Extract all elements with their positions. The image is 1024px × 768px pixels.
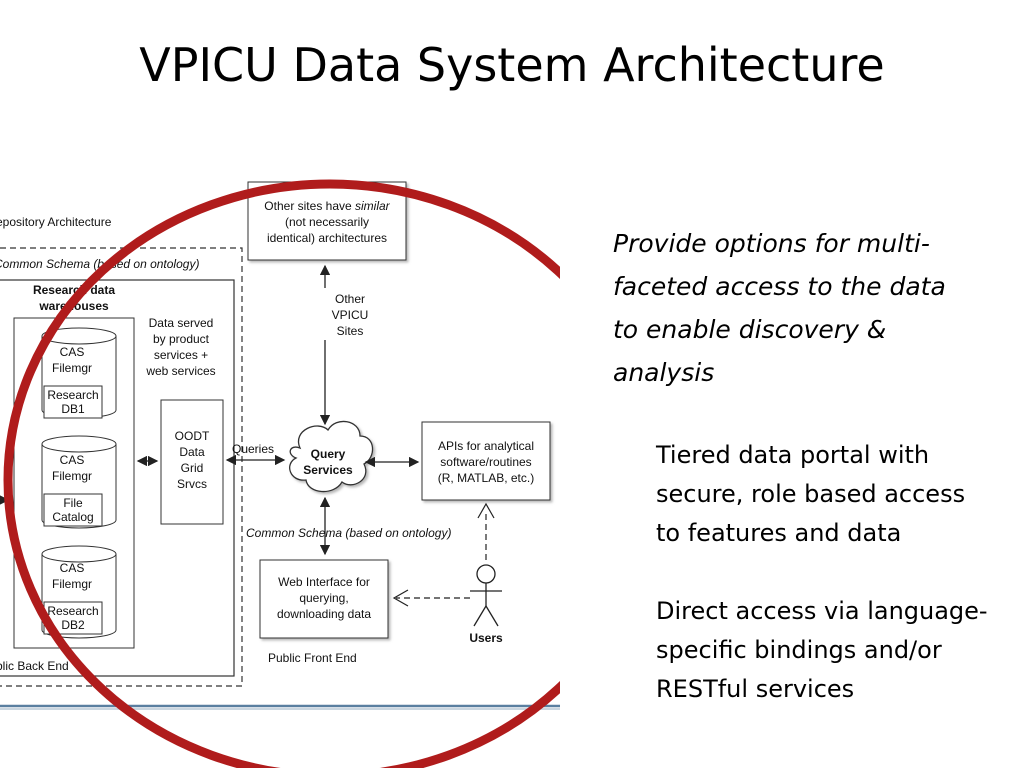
common-schema-top-label: Common Schema (based on ontology) <box>0 257 199 271</box>
cas-filemgr-file-catalog: CAS Filemgr File Catalog <box>41 435 117 529</box>
other-vpicu-line2: VPICU <box>332 308 369 322</box>
data-served-line1: Data served <box>149 316 214 330</box>
oodt-line3: Grid <box>181 461 204 475</box>
query-services-cloud <box>289 420 374 493</box>
lead-text: Provide options for multi- faceted acces… <box>613 222 1013 394</box>
point1-line-2: secure, role based access <box>656 480 966 508</box>
lead-line-1: Provide options for multi- <box>613 229 930 258</box>
other-vpicu-line1: Other <box>335 292 365 306</box>
other-sites-line3: identical) architectures <box>267 231 387 245</box>
svg-text:Research: Research <box>47 604 98 618</box>
data-served-line3: services + <box>154 348 208 362</box>
point-direct-access: Direct access via language- specific bin… <box>656 592 988 709</box>
svg-text:Research: Research <box>47 388 98 402</box>
architecture-diagram: epository Architecture Common Schema (ba… <box>0 168 560 768</box>
svg-text:Filemgr: Filemgr <box>52 577 92 591</box>
point-tiered-portal: Tiered data portal with secure, role bas… <box>656 436 965 553</box>
web-interface-line3: downloading data <box>277 607 371 621</box>
common-schema-box <box>0 247 243 687</box>
point1-line-1: Tiered data portal with <box>656 441 930 469</box>
public-front-end-label: Public Front End <box>268 651 357 665</box>
apis-line1: APIs for analytical <box>438 439 534 453</box>
point2-line-2: specific bindings and/or <box>656 636 942 664</box>
point2-line-1: Direct access via language- <box>656 597 988 625</box>
svg-text:CAS: CAS <box>60 453 85 467</box>
svg-text:CAS: CAS <box>60 345 85 359</box>
back-end-box <box>0 279 235 677</box>
svg-text:File: File <box>63 496 83 510</box>
svg-text:Filemgr: Filemgr <box>52 361 92 375</box>
highlight-circle <box>3 179 560 768</box>
oodt-line2: Data <box>179 445 205 459</box>
oodt-box <box>160 399 224 525</box>
oodt-line4: Srvcs <box>177 477 207 491</box>
data-served-line4: web services <box>145 364 215 378</box>
users-label: Users <box>469 631 503 645</box>
query-services-line2: Services <box>303 463 353 477</box>
other-sites-line1: Other sites have similar <box>264 199 390 213</box>
cas-filemgr-db1: CAS Filemgr Research DB1 <box>41 327 117 419</box>
other-sites-line2: (not necessarily <box>285 215 369 229</box>
lead-line-3: to enable discovery & <box>613 315 887 344</box>
lead-line-4: analysis <box>613 358 715 387</box>
apis-line2: software/routines <box>440 455 531 469</box>
point1-line-3: to features and data <box>656 519 902 547</box>
point2-line-3: RESTful services <box>656 675 855 703</box>
web-interface-line1: Web Interface for <box>278 575 370 589</box>
svg-text:DB1: DB1 <box>61 402 85 416</box>
users-icon <box>470 564 502 627</box>
svg-text:CAS: CAS <box>60 561 85 575</box>
svg-text:Catalog: Catalog <box>52 510 93 524</box>
apis-line3: (R, MATLAB, etc.) <box>438 471 534 485</box>
queries-label: Queries <box>232 442 274 456</box>
research-warehouses-box <box>13 317 135 649</box>
repository-title: epository Architecture <box>0 215 112 229</box>
web-interface-box <box>259 559 389 639</box>
slide-title: VPICU Data System Architecture <box>139 38 885 92</box>
apis-box <box>421 421 551 501</box>
public-back-end-label: blic Back End <box>0 659 69 673</box>
data-served-line2: by product <box>153 332 210 346</box>
common-schema-bottom-label: Common Schema (based on ontology) <box>246 526 451 540</box>
query-services-line1: Query <box>311 447 346 461</box>
cas-filemgr-db2: CAS Filemgr Research DB2 <box>41 545 117 639</box>
svg-text:Filemgr: Filemgr <box>52 469 92 483</box>
lead-line-2: faceted access to the data <box>613 272 946 301</box>
svg-text:DB2: DB2 <box>61 618 85 632</box>
oodt-line1: OODT <box>175 429 210 443</box>
web-interface-line2: querying, <box>299 591 348 605</box>
other-vpicu-line3: Sites <box>337 324 364 338</box>
other-sites-box <box>247 181 407 261</box>
research-header-line1: Research data <box>33 283 115 297</box>
content-column: Provide options for multi- faceted acces… <box>613 222 1013 394</box>
